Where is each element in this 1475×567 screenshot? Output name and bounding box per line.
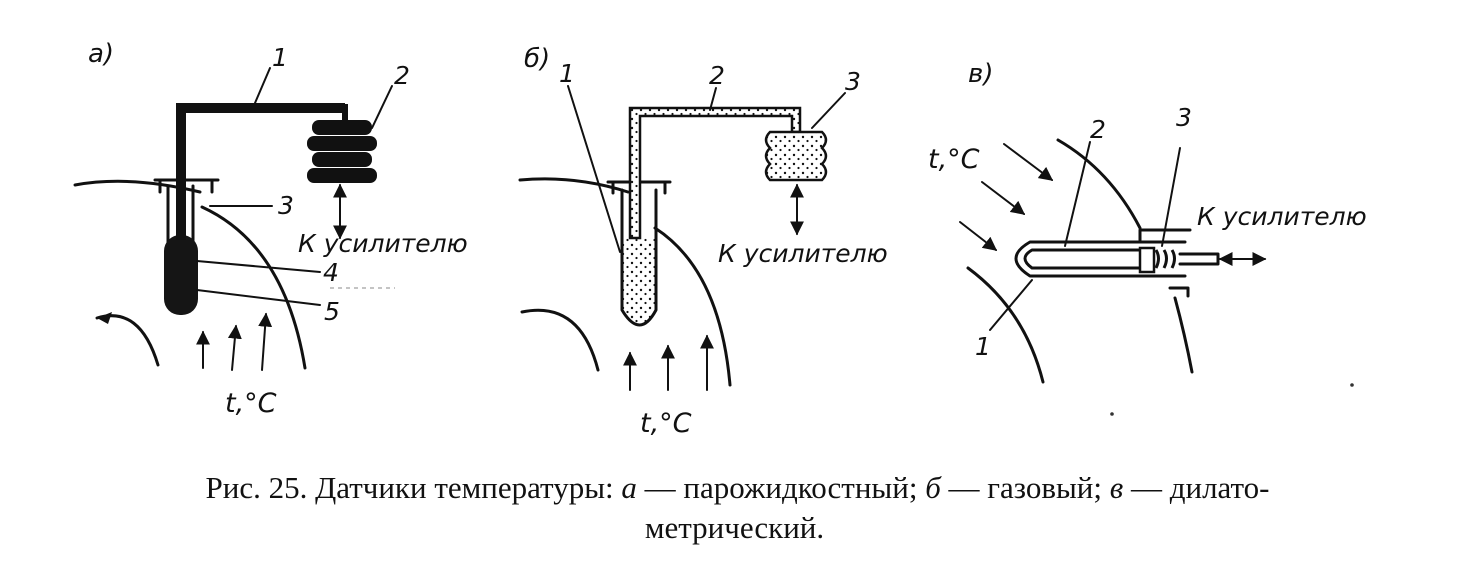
label-a-1: 1 [272,43,288,72]
label-v-1: 1 [975,332,991,361]
leader-b-3 [811,92,846,129]
liquid-bulb [164,235,198,315]
inner-wall-arc [95,314,160,367]
flange-v-bottom [1168,286,1190,298]
figure-caption-line-1: Рис. 25. Датчики температуры: а — парожи… [0,470,1475,506]
leader-v-2 [1064,141,1091,247]
panel-b-gas-sensor: б) К усилителю 1 2 3 t,°C [518,44,888,439]
bellows-dark [307,120,377,183]
panel-v-dilatometric-sensor: в) К усилителю 2 3 1 t,°C [928,59,1367,416]
vessel-wall-top-b [518,177,630,194]
leader-1 [254,67,271,104]
spring [1154,249,1176,269]
panel-b-temperature-label: t,°C [640,408,692,439]
inner-arc-arrowhead [97,312,112,324]
leader-5 [196,289,321,306]
speck [1110,412,1114,416]
caption-a-text: — парожидкостный; [636,470,926,505]
panel-v-letter: в) [968,59,993,89]
caption-prefix: Рис. 25. Датчики температуры: [205,470,622,505]
vessel-wall-top-v [1056,138,1142,230]
plunger-head [1138,246,1156,274]
panel-b-amplifier-label: К усилителю [718,239,888,268]
leader-v-3 [1161,147,1181,247]
leader-2 [371,85,393,129]
label-b-1: 1 [559,59,575,88]
heat-arrow-v3 [959,221,998,251]
heat-arrow-a2 [227,324,242,371]
label-a-2: 2 [394,61,410,90]
caption-a-letter: а [621,470,637,505]
panel-v-temperature-label: t,°C [928,144,980,175]
output-rod [1178,252,1220,266]
panel-b-letter: б) [524,44,550,74]
caption-b-text: — газовый; [940,470,1110,505]
leader-b-1 [567,85,621,253]
label-a-4: 4 [323,258,339,287]
bellows-gas [764,130,828,182]
vessel-wall-right-v [1173,296,1194,374]
vessel-wall-right [200,205,307,370]
leader-4 [196,260,321,273]
caption-v-letter: в [1109,470,1124,505]
heat-arrow-a3 [258,312,273,371]
label-a-3: 3 [278,191,294,220]
caption-v-text: — дилато- [1123,470,1270,505]
leader-b-2 [709,87,717,111]
gas-bulb [622,238,656,325]
panel-a-letter: а) [88,39,114,69]
caption-b-letter: б [925,470,941,505]
heat-arrow-v2 [981,181,1026,215]
label-v-3: 3 [1176,103,1192,132]
vessel-wall-left-v [966,266,1045,384]
label-a-5: 5 [324,297,340,326]
panel-a-amplifier-label: К усилителю [298,229,468,258]
speck [1350,383,1354,387]
heat-arrow-v1 [1003,143,1054,181]
label-b-2: 2 [709,61,725,90]
panel-a-vapor-liquid-sensor: а) К усилителю 1 2 3 [73,39,468,419]
label-b-3: 3 [845,67,861,96]
thermowell-b [620,188,658,327]
inner-rod [1023,248,1142,270]
gas-capillary [628,106,802,240]
panel-a-temperature-label: t,°C [225,388,277,419]
label-v-2: 2 [1090,115,1106,144]
inner-wall-arc-b [520,308,600,372]
outer-tube [1014,240,1187,278]
vessel-wall-right-b [653,226,732,387]
flange [153,178,220,194]
leader-v-1 [989,279,1033,331]
panel-v-amplifier-label: К усилителю [1197,202,1367,231]
figure-caption-line-2: метрический. [644,510,825,545]
